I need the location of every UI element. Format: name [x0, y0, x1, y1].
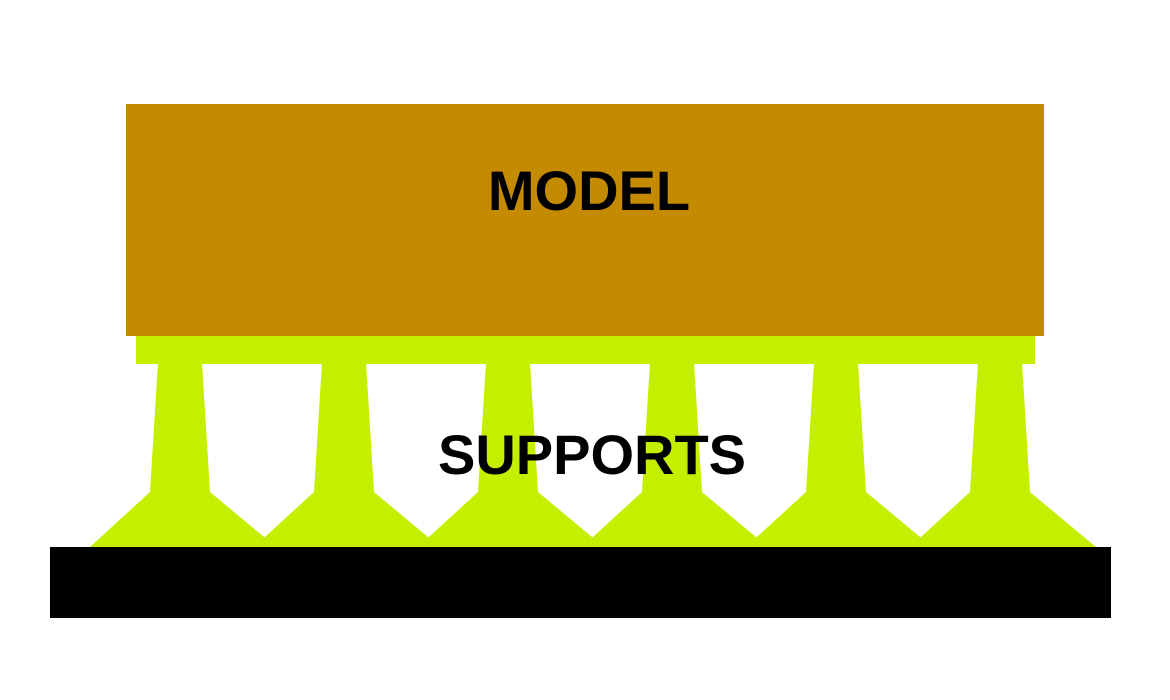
- model-block: [126, 104, 1044, 336]
- support-pillar: [582, 362, 768, 547]
- support-top-strip: [136, 334, 1035, 364]
- support-pillar: [746, 362, 932, 547]
- model-label: MODEL: [488, 159, 690, 222]
- support-pillar: [418, 362, 604, 547]
- supports-label: SUPPORTS: [438, 423, 746, 486]
- supports-group: [90, 334, 1096, 547]
- support-pillar: [910, 362, 1096, 547]
- build-plate: [50, 547, 1111, 618]
- support-pillar: [90, 362, 276, 547]
- support-pillar: [254, 362, 440, 547]
